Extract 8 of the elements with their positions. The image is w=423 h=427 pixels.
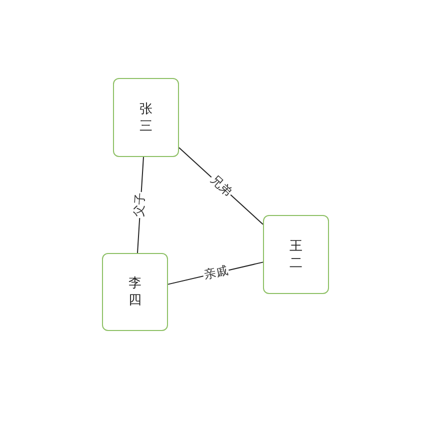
person-box (113, 78, 179, 157)
person-name: 王二 (289, 238, 303, 272)
person-box (102, 253, 168, 331)
person-box (263, 215, 329, 294)
person-name: 张三 (139, 100, 153, 134)
person-name: 李四 (128, 275, 142, 309)
edge-label: 亲戚 (201, 264, 230, 283)
edge-label: 父子 (133, 192, 148, 218)
